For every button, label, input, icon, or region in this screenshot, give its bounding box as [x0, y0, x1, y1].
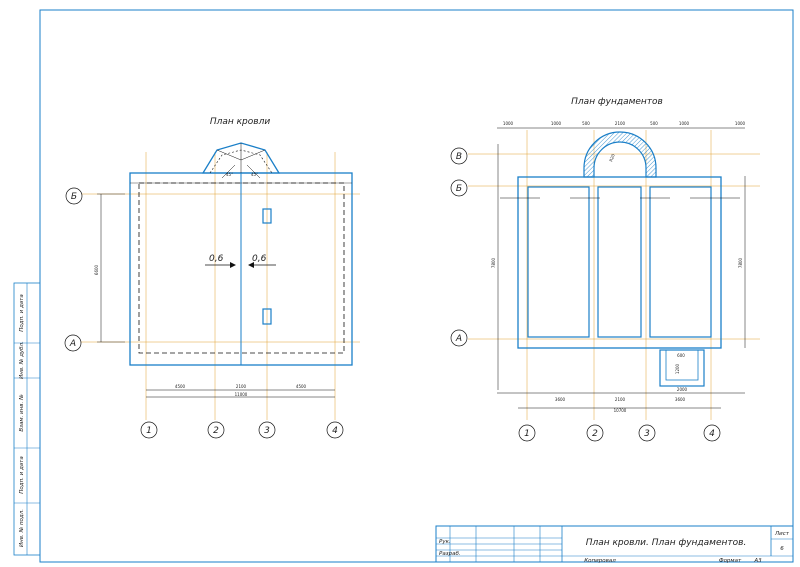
found-axis-bubble-2 — [586, 424, 604, 442]
slope-label-left: 0,6 — [209, 254, 224, 264]
roof-inner-dashed — [138, 182, 345, 354]
found-axis-bubble-3 — [638, 424, 656, 442]
found-axis-label-4: 4 — [709, 429, 715, 439]
sheet-title: План кровли. План фундаментов. — [586, 538, 747, 548]
foundation-bay — [583, 131, 657, 178]
foundation-bay-radius: R20 — [608, 153, 616, 163]
found-axis-label-3: 3 — [644, 429, 650, 439]
found-axis-label-b: Б — [456, 184, 462, 194]
format-value: А3 — [753, 558, 762, 564]
roof-axis-bubble-3 — [258, 421, 276, 439]
slope-label-right: 0,6 — [252, 254, 267, 264]
roof-dim-span-1: 2100 — [236, 384, 247, 389]
roof-axis-label-a: А — [69, 339, 76, 349]
found-dim-bottom-span-2: 3600 — [675, 397, 686, 402]
porch-inner — [665, 349, 699, 381]
format-label: Формат — [719, 558, 742, 564]
porch-dim-0: 600 — [677, 353, 685, 358]
roof-axis-label-4: 4 — [332, 426, 338, 436]
roof-plan: План кровли 45° 45° 0,6 0,6 — [64, 117, 360, 439]
found-axis-label-a: А — [455, 334, 462, 344]
found-dim-top-2: 500 — [582, 121, 590, 126]
roof-axis-bubble-1 — [140, 421, 158, 439]
foundation-plan: План фундаментов R20 600 1200 2000 10 — [450, 97, 760, 442]
found-dim-top-5: 1000 — [679, 121, 690, 126]
found-axis-bubble-1 — [518, 424, 536, 442]
porch-dim-2: 2000 — [677, 387, 688, 392]
found-dim-top-0: 1000 — [503, 121, 514, 126]
copied-label: Копировал — [584, 558, 616, 564]
side-stamp-label-4: Подп. и дата — [19, 294, 25, 332]
found-dim-left: 7800 — [491, 257, 496, 268]
roof-axis-bubble-4 — [326, 421, 344, 439]
foundation-cell-middle — [597, 186, 642, 338]
title-block-row2: Разраб. — [439, 551, 461, 557]
found-dim-top-6: 1000 — [735, 121, 746, 126]
roof-axis-label-3: 3 — [264, 426, 270, 436]
foundation-plan-title: План фундаментов — [571, 97, 663, 107]
side-stamp-label-0: Инв. № подл. — [19, 509, 25, 547]
sheet-number: 6 — [780, 546, 784, 552]
roof-axis-label-1: 1 — [146, 426, 152, 436]
found-dim-right: 7800 — [738, 257, 743, 268]
side-stamp-label-2: Взам. инв. № — [19, 394, 25, 432]
roof-skylight-bottom — [262, 308, 272, 325]
roof-axis-bubble-b — [65, 187, 83, 205]
roof-angle-left: 45° — [226, 172, 233, 177]
foundation-cell-right — [649, 186, 712, 338]
roof-dim-total: 11000 — [235, 392, 248, 397]
found-axis-bubble-a — [450, 329, 468, 347]
title-block-row1: Рук. — [439, 539, 451, 545]
found-axis-bubble-v — [450, 147, 468, 165]
found-axis-label-1: 1 — [524, 429, 530, 439]
title-block: Рук. Разраб. План кровли. План фундамент… — [435, 525, 794, 564]
found-dim-bottom-span-1: 2100 — [615, 397, 626, 402]
roof-angle-right: 45° — [251, 172, 258, 177]
porch-dim-1: 1200 — [675, 363, 680, 374]
found-dim-top-3: 2100 — [615, 121, 626, 126]
roof-skylight-top — [262, 208, 272, 224]
roof-axis-label-b: Б — [71, 192, 77, 202]
found-dim-top-1: 1000 — [551, 121, 562, 126]
roof-plan-title: План кровли — [210, 117, 270, 127]
found-axis-bubble-4 — [703, 424, 721, 442]
roof-bay-polygon — [201, 142, 281, 174]
roof-dim-span-0: 4500 — [175, 384, 186, 389]
side-stamp-label-3: Инв. № дубл. — [19, 341, 25, 379]
side-stamp-label-1: Подп. и дата — [19, 456, 25, 494]
roof-axis-bubble-a — [64, 334, 82, 352]
roof-dim-span-2: 4500 — [296, 384, 307, 389]
found-axis-label-2: 2 — [592, 429, 598, 439]
found-axis-label-v: В — [456, 152, 462, 162]
roof-dim-vertical: 6600 — [94, 264, 99, 275]
foundation-outer — [517, 176, 722, 349]
side-stamp: Инв. № подл. Подп. и дата Взам. инв. № И… — [13, 282, 41, 556]
foundation-cell-left — [527, 186, 590, 338]
found-dim-bottom-span-0: 3600 — [555, 397, 566, 402]
roof-axis-bubble-2 — [207, 421, 225, 439]
found-dim-top-4: 500 — [650, 121, 658, 126]
roof-axis-label-2: 2 — [213, 426, 219, 436]
found-dim-bottom-total: 10700 — [614, 408, 627, 413]
sheet-label: Лист — [774, 531, 790, 537]
found-axis-bubble-b — [450, 179, 468, 197]
sheet-frame — [39, 9, 794, 563]
